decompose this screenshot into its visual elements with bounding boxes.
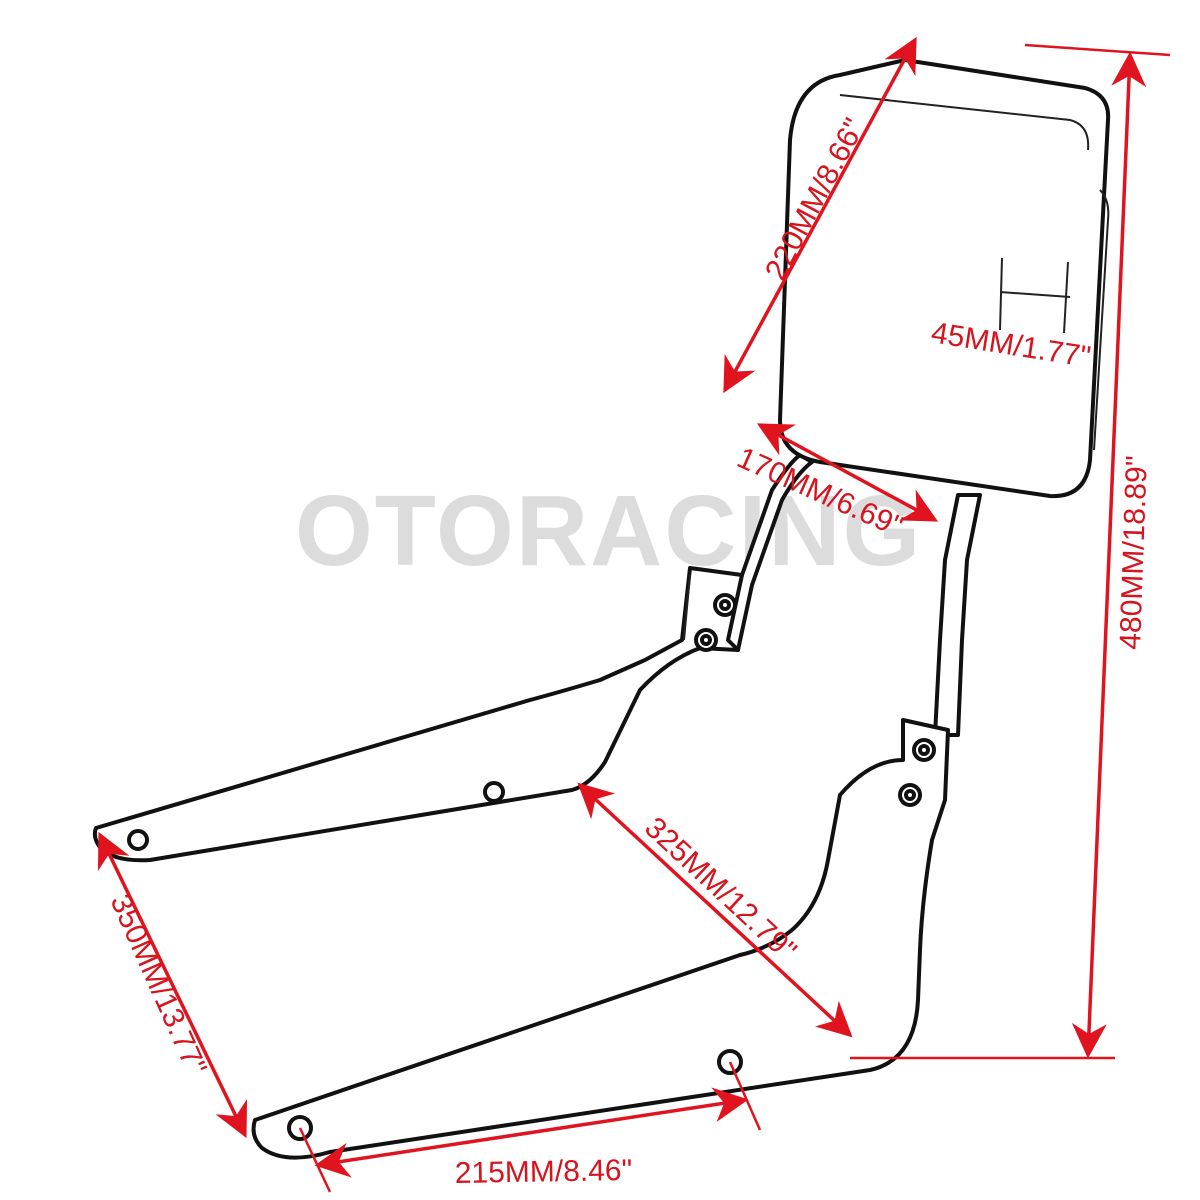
dim-label-bracket-length: 325MM/12.79": [638, 811, 802, 968]
dim-line-hole-spacing: [314, 1087, 749, 1178]
dim-label-hole-spacing: 215MM/8.46": [455, 1154, 633, 1190]
left-side-plate: [92, 566, 744, 863]
backrest-pad: [778, 58, 1111, 499]
dim-label-total-height: 480MM/18.89": [1114, 455, 1154, 650]
dim-line-pad-height: [723, 36, 917, 394]
dim-line-side-length: [97, 831, 248, 1139]
dim-line-bracket-length: [577, 782, 853, 1038]
dim-label-side-length: 350MM/13.77": [104, 889, 213, 1080]
dimension-lines: [97, 36, 1171, 1193]
dim-line-total-height: [1071, 51, 1147, 1059]
left-bolts: [694, 593, 737, 652]
dim-line-pad-width: [756, 423, 939, 522]
